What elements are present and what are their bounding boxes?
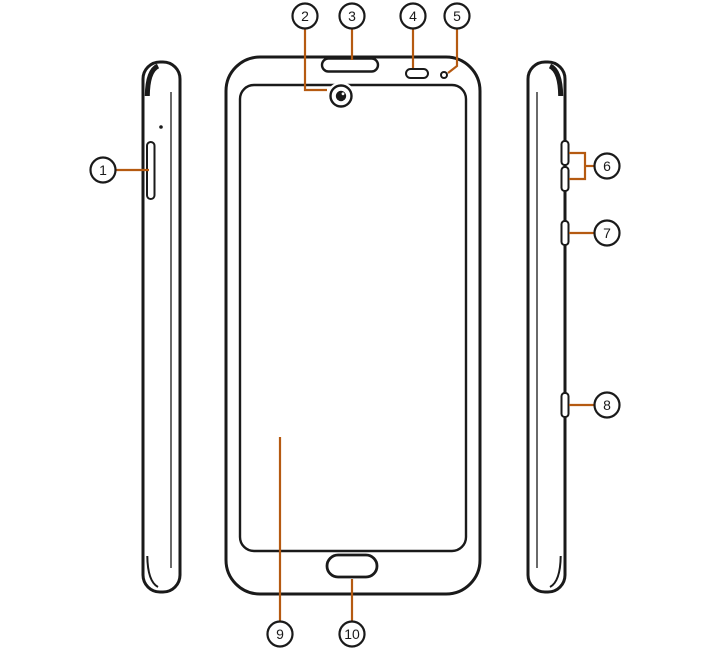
callout-1: 1 — [89, 156, 149, 184]
callout-10: 10 — [338, 579, 366, 648]
function-key — [560, 392, 570, 418]
callout-number: 4 — [409, 8, 417, 24]
earpiece-speaker — [320, 57, 380, 73]
callout-number: 1 — [99, 162, 107, 178]
callout-badge — [291, 2, 319, 30]
callouts: 1 2 3 4 5 6 — [89, 2, 621, 648]
volume-up-key — [560, 140, 570, 166]
callout-badge — [338, 620, 366, 648]
right-side-body — [526, 60, 567, 594]
power-key — [560, 220, 570, 246]
callout-3: 3 — [338, 2, 366, 60]
callout-badge — [399, 2, 427, 30]
left-side-top-edge-shade — [144, 63, 160, 97]
callout-8: 8 — [569, 391, 621, 419]
callout-badge — [593, 152, 621, 180]
callout-5: 5 — [443, 2, 471, 74]
front-view — [224, 55, 482, 596]
callout-6: 6 — [569, 151, 621, 181]
leader-bracket — [569, 151, 587, 181]
callout-number: 5 — [453, 8, 461, 24]
front-camera-lens — [335, 90, 347, 102]
callout-number: 8 — [603, 397, 611, 413]
tray-pin-hole — [159, 125, 163, 129]
left-side-body — [141, 60, 182, 594]
callout-4: 4 — [399, 2, 427, 68]
leader-line — [303, 28, 327, 92]
callout-9: 9 — [266, 437, 294, 648]
mic-hole — [440, 71, 448, 79]
callout-number: 3 — [348, 8, 356, 24]
home-key — [325, 553, 379, 579]
right-side-view — [526, 60, 570, 594]
left-side-view — [141, 60, 182, 594]
front-camera-highlight — [341, 92, 345, 96]
callout-number: 7 — [603, 225, 611, 241]
right-side-top-edge-shade — [548, 63, 564, 97]
right-side-bottom-edge-line — [549, 555, 562, 588]
leader-line — [447, 28, 459, 74]
callout-badge — [89, 156, 117, 184]
callout-number: 10 — [344, 626, 360, 642]
callout-7: 7 — [569, 219, 621, 247]
volume-down-key — [560, 166, 570, 192]
callout-badge — [266, 620, 294, 648]
callout-number: 9 — [276, 626, 284, 642]
left-side-bottom-edge-line — [146, 555, 159, 588]
callout-number: 6 — [603, 158, 611, 174]
callout-badge — [593, 391, 621, 419]
callout-badge — [593, 219, 621, 247]
callout-badge — [443, 2, 471, 30]
sensor-window — [405, 68, 429, 79]
callout-badge — [338, 2, 366, 30]
display-screen — [238, 83, 468, 553]
callout-number: 2 — [301, 8, 309, 24]
callout-2: 2 — [291, 2, 327, 92]
